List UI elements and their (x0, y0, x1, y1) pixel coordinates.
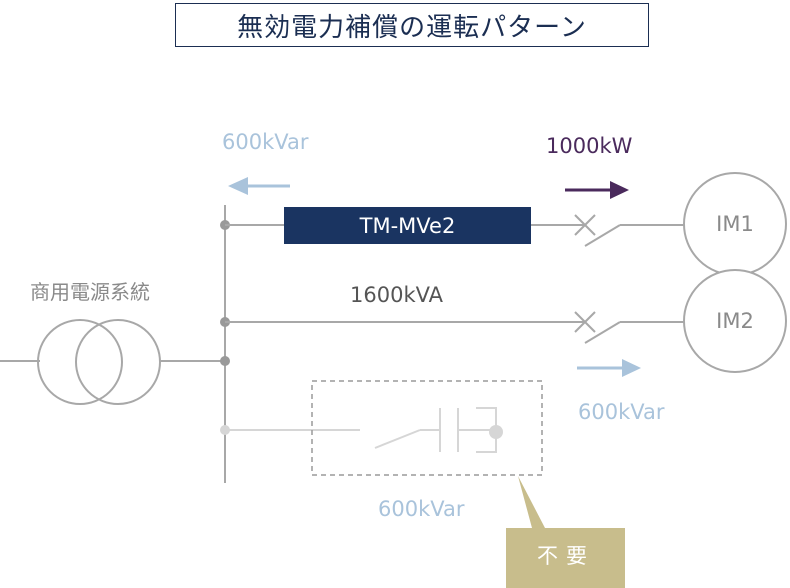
active-power-label: 1000kW (546, 134, 633, 158)
capacitor-dashed-box (311, 380, 543, 476)
callout-shape (506, 476, 625, 588)
active-arrow-head (610, 181, 629, 199)
callout-label: 不要 (537, 544, 595, 568)
transformer-primary-coil (37, 319, 123, 405)
branch2-switch-blade (584, 321, 621, 344)
transformer-secondary-coil (75, 319, 161, 405)
bus-node-3 (220, 356, 230, 366)
branch2-switch-x2 (574, 311, 596, 333)
motor2-label: IM2 (716, 309, 754, 333)
tm-mve2-device: TM-MVe2 (284, 207, 531, 244)
reactive-arrow-left-head (228, 177, 248, 195)
branch1-switch-x2 (574, 214, 596, 236)
reactive-top-label: 600kVar (222, 130, 309, 154)
capacitor-node (489, 425, 503, 439)
reactive-bottom-label: 600kVar (378, 497, 465, 521)
capacity-label: 1600kVA (350, 283, 443, 307)
branch1-switch-blade (584, 224, 621, 247)
motor1-label: IM1 (716, 212, 754, 236)
reactive-right-label: 600kVar (578, 400, 665, 424)
diagram-title: 無効電力補償の運転パターン (175, 3, 649, 47)
source-label: 商用電源系統 (30, 280, 150, 304)
cap-switch-blade (374, 429, 421, 449)
motor2-circle (683, 269, 787, 373)
reactive-arrow-right-head (622, 359, 641, 377)
